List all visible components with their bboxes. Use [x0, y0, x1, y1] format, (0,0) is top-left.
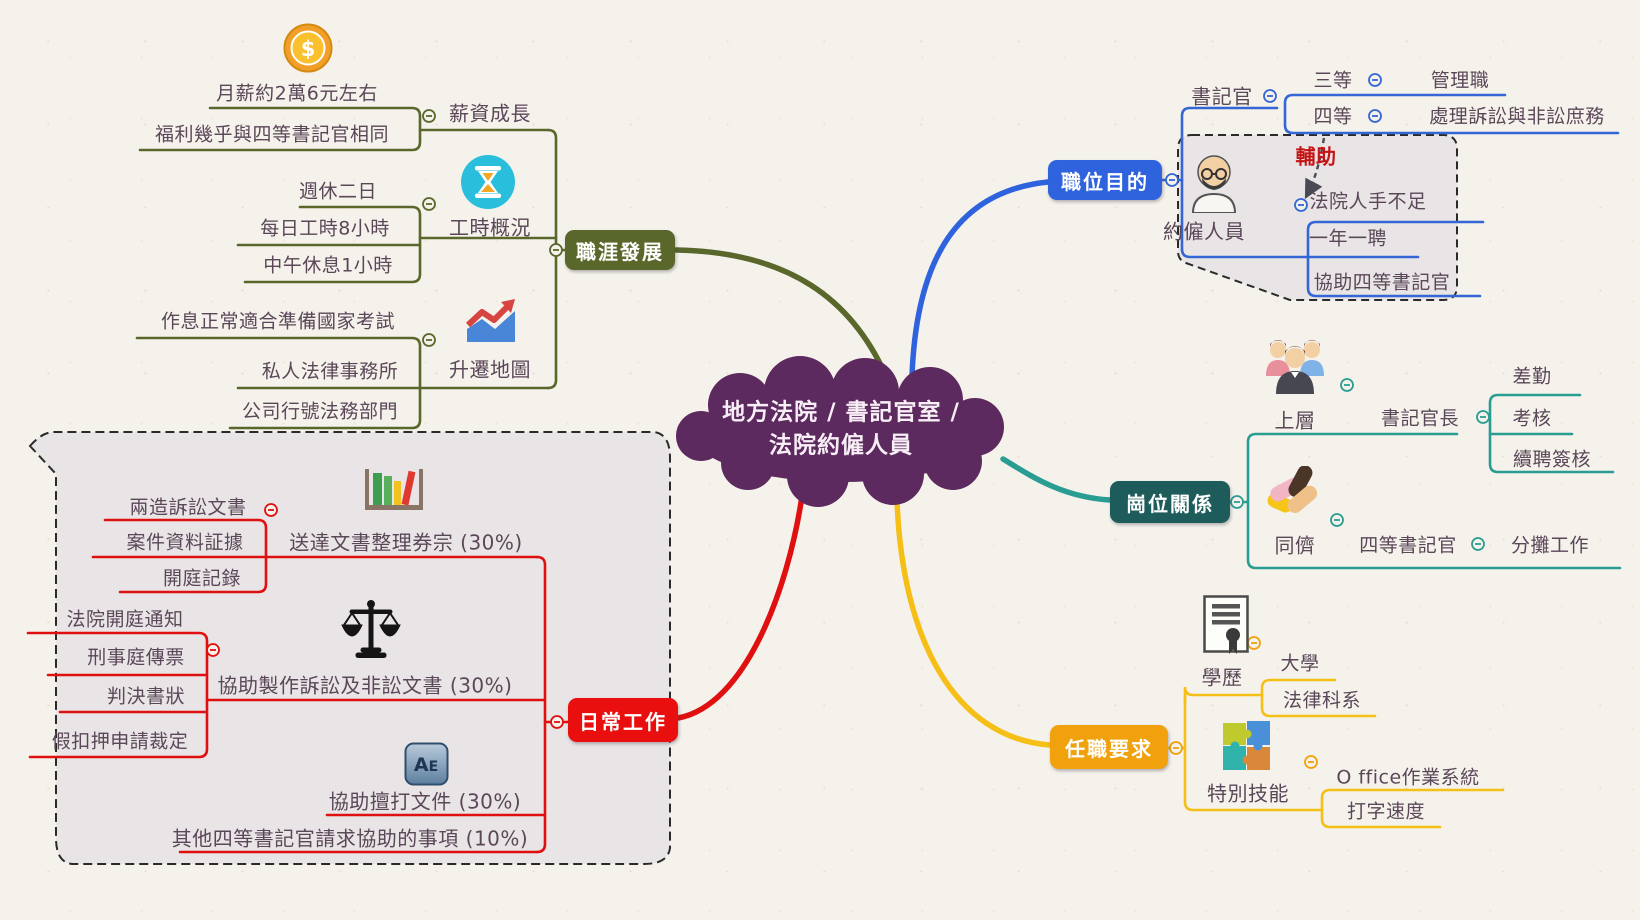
topic-assist-grade4-clerk[interactable]: 協助四等書記官 — [1313, 271, 1451, 294]
contract-staff-boundary[interactable] — [1177, 134, 1458, 301]
topic-working-hours[interactable]: 工時概況 — [449, 215, 531, 240]
branch-node-career[interactable]: 職涯發展 — [565, 230, 675, 270]
growth-chart-icon — [465, 299, 515, 342]
topic-superiors[interactable]: 上層 — [1274, 408, 1316, 433]
topic-court-clerk[interactable]: 書記官 — [1191, 84, 1253, 109]
people-icon — [1266, 340, 1324, 394]
topic-promotion-map[interactable]: 升遷地圖 — [449, 357, 531, 382]
topic-office-system[interactable]: O ffice作業系統 — [1336, 766, 1480, 789]
topic-private-law-firm[interactable]: 私人法律事務所 — [261, 360, 399, 383]
branch-curves — [673, 179, 1113, 748]
topic-peers[interactable]: 同儕 — [1274, 533, 1316, 558]
branch-node-relations[interactable]: 崗位關係 — [1110, 481, 1230, 523]
topic-8-hours[interactable]: 每日工時8小時 — [260, 217, 390, 240]
topic-share-work[interactable]: 分攤工作 — [1510, 534, 1590, 557]
bookshelf-icon — [365, 469, 423, 510]
topic-two-days-off[interactable]: 週休二日 — [298, 180, 378, 203]
daily-branch-lines — [26, 518, 570, 854]
topic-judgment-pleadings[interactable]: 判決書狀 — [106, 685, 186, 708]
topic-renewal-approval[interactable]: 續聘簽核 — [1512, 448, 1592, 471]
assist-relationship-arrow — [1304, 137, 1326, 200]
collapse-toggles[interactable] — [206, 73, 1490, 769]
svg-text:$: $ — [301, 37, 316, 61]
topic-attachment-ruling[interactable]: 假扣押申請裁定 — [51, 730, 189, 753]
topic-salary-growth[interactable]: 薪資成長 — [449, 101, 531, 126]
topic-grade4[interactable]: 四等 — [1313, 105, 1353, 128]
svg-text:AE: AE — [414, 754, 438, 776]
ae-app-icon: AE — [404, 742, 449, 786]
topic-grade4-role[interactable]: 處理訴訟與非訟庶務 — [1429, 105, 1605, 128]
certificate-icon — [1203, 595, 1249, 654]
topic-draft-documents[interactable]: 協助製作訴訟及非訟文書 (30%) — [217, 673, 513, 698]
puzzle-icon — [1223, 721, 1270, 770]
central-topic-cloud[interactable] — [676, 356, 1004, 507]
career-branch-lines — [135, 106, 567, 430]
topic-grade4-clerk-peer[interactable]: 四等書記官 — [1359, 534, 1457, 557]
topic-deliver-documents[interactable]: 送達文書整理券宗 (30%) — [289, 530, 523, 555]
topic-hearing-notice[interactable]: 法院開庭通知 — [66, 608, 184, 631]
topic-law-major[interactable]: 法律科系 — [1282, 689, 1362, 712]
man-avatar-icon — [1191, 155, 1237, 213]
topic-criminal-summons[interactable]: 刑事庭傳票 — [87, 646, 185, 669]
topic-grade3-role[interactable]: 管理職 — [1430, 69, 1490, 92]
branch-node-requirements[interactable]: 任職要求 — [1050, 725, 1168, 769]
topic-grade3[interactable]: 三等 — [1313, 69, 1353, 92]
topic-evaluation[interactable]: 考核 — [1512, 407, 1552, 430]
topic-typing-speed[interactable]: 打字速度 — [1346, 800, 1426, 823]
branch-node-purpose[interactable]: 職位目的 — [1048, 160, 1162, 200]
topic-attendance[interactable]: 差勤 — [1512, 365, 1552, 388]
hands-icon — [1267, 466, 1318, 513]
topic-special-skills[interactable]: 特別技能 — [1207, 781, 1289, 806]
topic-contract-staff[interactable]: 約僱人員 — [1163, 219, 1245, 244]
topic-understaffed[interactable]: 法院人手不足 — [1309, 190, 1427, 213]
topic-other-assistance[interactable]: 其他四等書記官請求協助的事項 (10%) — [171, 826, 529, 851]
topic-university[interactable]: 大學 — [1280, 652, 1320, 675]
branch-node-daily[interactable]: 日常工作 — [568, 698, 678, 742]
topic-monthly-salary[interactable]: 月薪約2萬6元左右 — [216, 82, 378, 105]
topic-exam-prep[interactable]: 作息正常適合準備國家考試 — [160, 310, 396, 333]
topic-benefits[interactable]: 福利幾乎與四等書記官相同 — [154, 123, 390, 146]
topic-company-legal-dept[interactable]: 公司行號法務部門 — [241, 400, 399, 423]
topic-case-evidence[interactable]: 案件資料証據 — [126, 531, 244, 554]
topic-lunch-break[interactable]: 中午休息1小時 — [263, 254, 393, 277]
topic-education[interactable]: 學歷 — [1201, 665, 1243, 690]
coin-icon: $ — [283, 23, 333, 73]
hourglass-icon — [461, 155, 515, 209]
topic-hearing-records[interactable]: 開庭記錄 — [162, 567, 242, 590]
scales-icon — [341, 600, 401, 658]
topic-litigation-documents[interactable]: 兩造訴訟文書 — [129, 496, 247, 519]
topic-typing-documents[interactable]: 協助擅打文件 (30%) — [328, 789, 522, 814]
relationship-label-assist[interactable]: 輔助 — [1295, 144, 1337, 169]
topic-chief-clerk[interactable]: 書記官長 — [1380, 407, 1460, 430]
central-topic-title[interactable]: 地方法院 / 書記官室 / 法院約僱人員 — [722, 399, 960, 459]
topic-one-year-contract[interactable]: 一年一聘 — [1308, 227, 1388, 250]
